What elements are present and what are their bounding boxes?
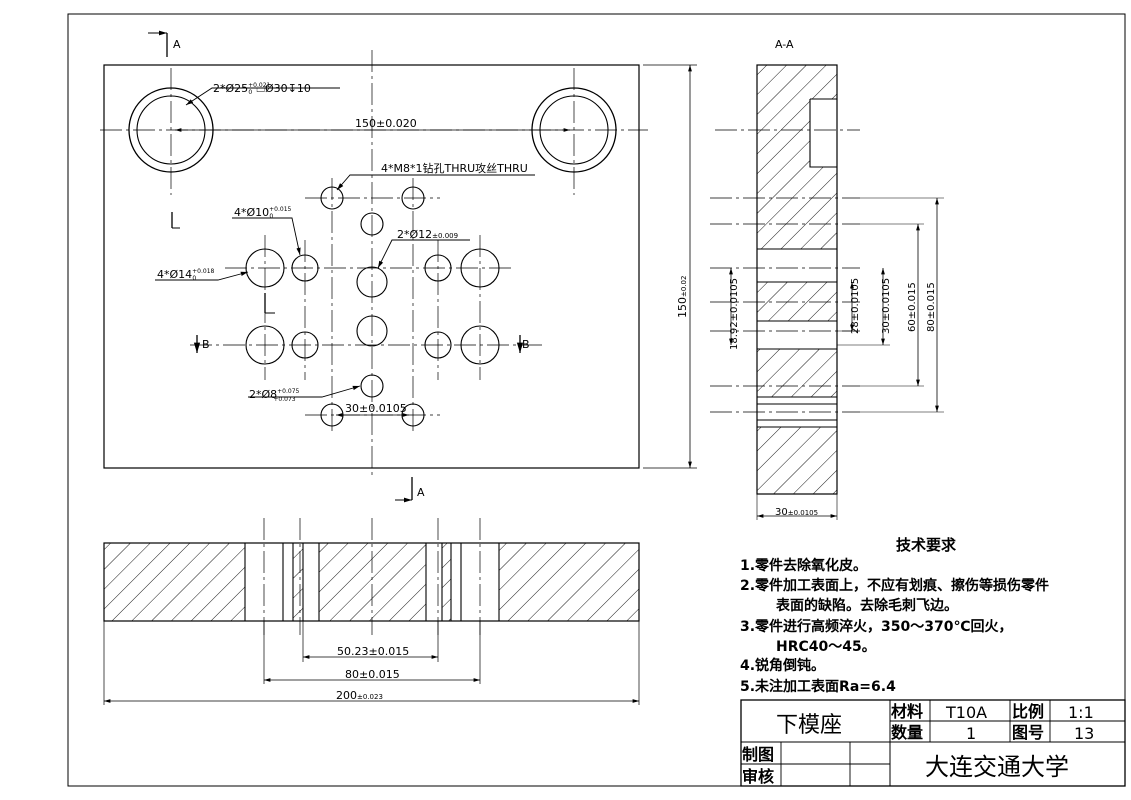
checked-label: 审核: [742, 767, 774, 786]
front-outline: [103, 542, 640, 622]
drawn-label: 制图: [742, 745, 774, 764]
tech-item: HRC40～45。: [776, 639, 876, 655]
tech-item: 3.零件进行高频淬火，350～370℃回火，: [740, 618, 1012, 635]
callout-d8: 2*Ø8+0.075+0.073: [249, 388, 300, 403]
tech-item: 表面的缺陷。去除毛刺飞边。: [775, 597, 958, 614]
dim-30v: 30±0.0105: [881, 278, 892, 334]
section-mark-left: B: [202, 338, 210, 351]
tech-item: 4.锐角倒钝。: [740, 657, 825, 674]
tech-title: 技术要求: [896, 536, 957, 554]
front-view: [103, 518, 640, 705]
callout-m8: 4*M8*1钻孔THRU攻丝THRU: [381, 161, 528, 175]
dim-80: 80±0.015: [345, 668, 400, 681]
dim-28: 28±0.0105: [850, 278, 861, 334]
drawing-no-label: 图号: [1012, 723, 1044, 742]
material-label: 材料: [891, 702, 923, 721]
dim-height: 150±0.02: [676, 276, 689, 318]
callout-d12: 2*Ø12±0.009: [397, 228, 458, 241]
hole-m8: [320, 186, 344, 210]
tech-item: 5.未注加工表面Ra=6.4: [740, 678, 896, 695]
school-name: 大连交通大学: [925, 753, 1069, 781]
tech-item: 2.零件加工表面上，不应有划痕、擦伤等损伤零件: [740, 577, 1049, 594]
dim-60: 60±0.015: [907, 282, 918, 332]
section-outline: [756, 64, 838, 495]
hole-d14: [245, 248, 285, 288]
hole-d10: [291, 254, 319, 282]
hole-d14: [460, 248, 500, 288]
title-block: [740, 699, 1126, 787]
drawing-no-value: 13: [1074, 724, 1094, 743]
dim-80v: 80±0.015: [926, 282, 937, 332]
hole-d8: [360, 374, 384, 398]
scale-label: 比例: [1012, 702, 1044, 721]
material-value: T10A: [945, 703, 987, 722]
hole-d10: [424, 254, 452, 282]
hole-d10: [424, 331, 452, 359]
dim-18: 18.92±0.0105: [729, 278, 740, 350]
plan-view: [100, 30, 697, 503]
hole-d14: [245, 325, 285, 365]
section-view: [710, 64, 944, 520]
qty-label: 数量: [891, 723, 923, 742]
part-name: 下模座: [776, 713, 842, 738]
dim-hole-spacing: 150±0.020: [355, 117, 417, 130]
tech-item: 1.零件去除氧化皮。: [740, 557, 867, 574]
section-view-title: A-A: [775, 38, 794, 51]
dim-50: 50.23±0.015: [337, 645, 409, 658]
scale-value: 1:1: [1068, 703, 1094, 722]
hole-d14: [460, 325, 500, 365]
hole-d12: [356, 266, 388, 298]
section-mark-right: B: [522, 338, 530, 351]
hole-m8: [401, 186, 425, 210]
section-mark-top: A: [173, 38, 181, 51]
sheet-border: [67, 13, 1126, 787]
dim-200: 200±0.023: [336, 689, 383, 702]
section-mark-bottom: A: [417, 486, 425, 499]
dim-30: 30±0.0105: [345, 402, 407, 415]
plan-outline: [103, 64, 640, 469]
hole-d12: [356, 315, 388, 347]
dim-width: 30±0.0105: [775, 507, 818, 518]
qty-value: 1: [966, 724, 976, 743]
hole-d8: [360, 212, 384, 236]
hole-d10: [291, 331, 319, 359]
